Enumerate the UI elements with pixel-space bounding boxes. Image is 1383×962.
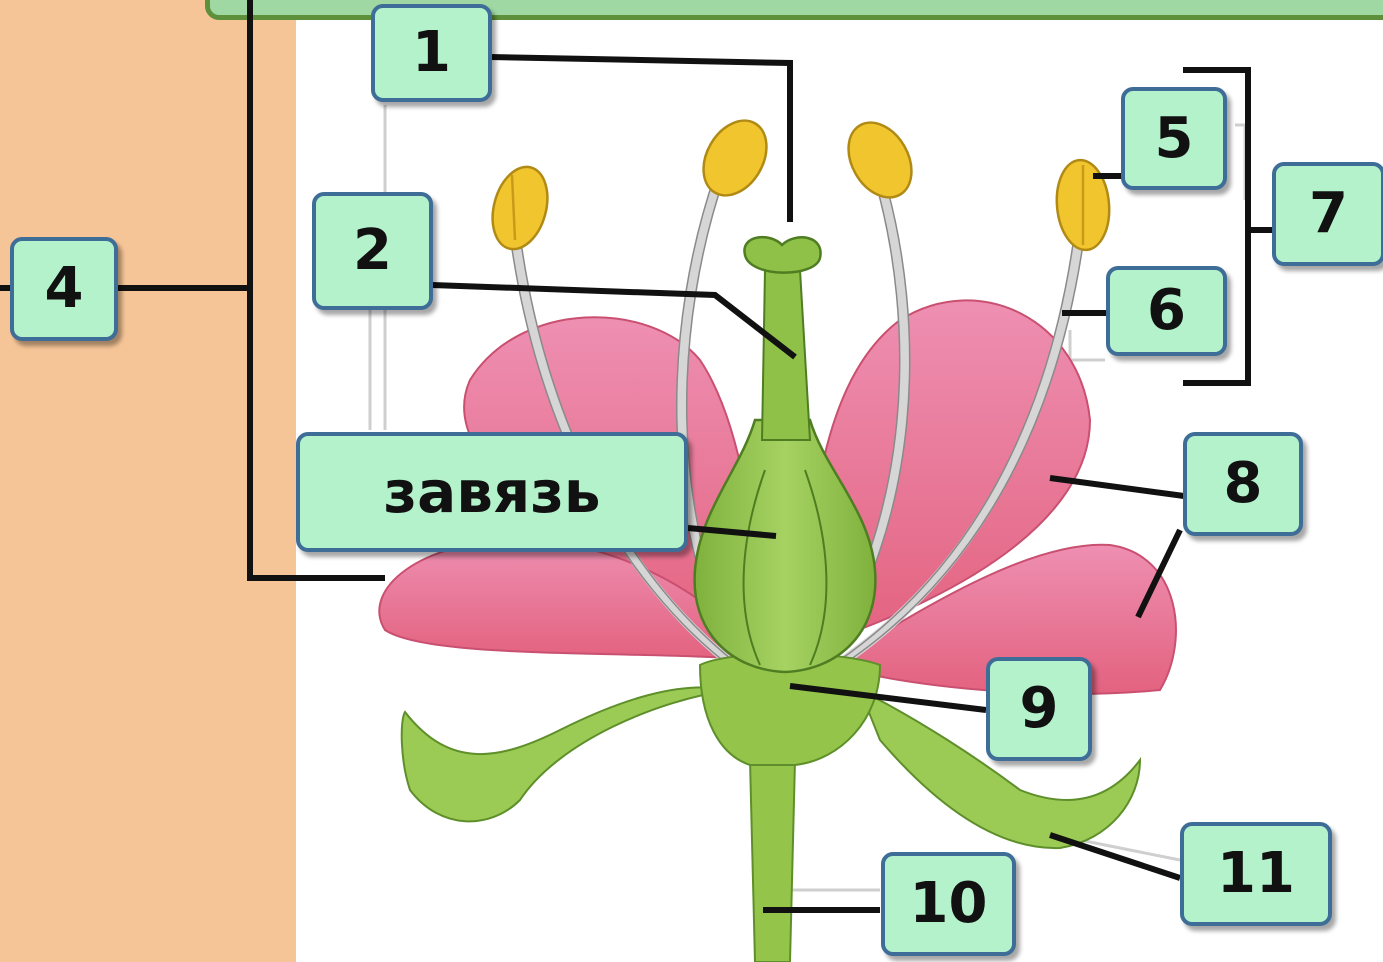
anther-1 <box>484 161 556 256</box>
label-9: 9 <box>986 657 1092 761</box>
stigma <box>744 237 820 273</box>
label-4: 4 <box>10 237 118 341</box>
label-ovary: завязь <box>296 432 688 552</box>
label-11: 11 <box>1180 822 1332 926</box>
anthers <box>484 109 1113 255</box>
style <box>762 270 810 440</box>
sepal-left <box>402 687 730 821</box>
label-6: 6 <box>1106 266 1227 356</box>
label-10: 10 <box>881 852 1016 956</box>
label-8: 8 <box>1183 432 1303 536</box>
label-5: 5 <box>1121 87 1227 190</box>
anther-2 <box>691 109 779 206</box>
anther-3 <box>836 111 924 208</box>
label-1: 1 <box>371 4 492 102</box>
label-7: 7 <box>1272 162 1383 266</box>
label-2: 2 <box>312 192 433 310</box>
stem <box>750 760 795 962</box>
